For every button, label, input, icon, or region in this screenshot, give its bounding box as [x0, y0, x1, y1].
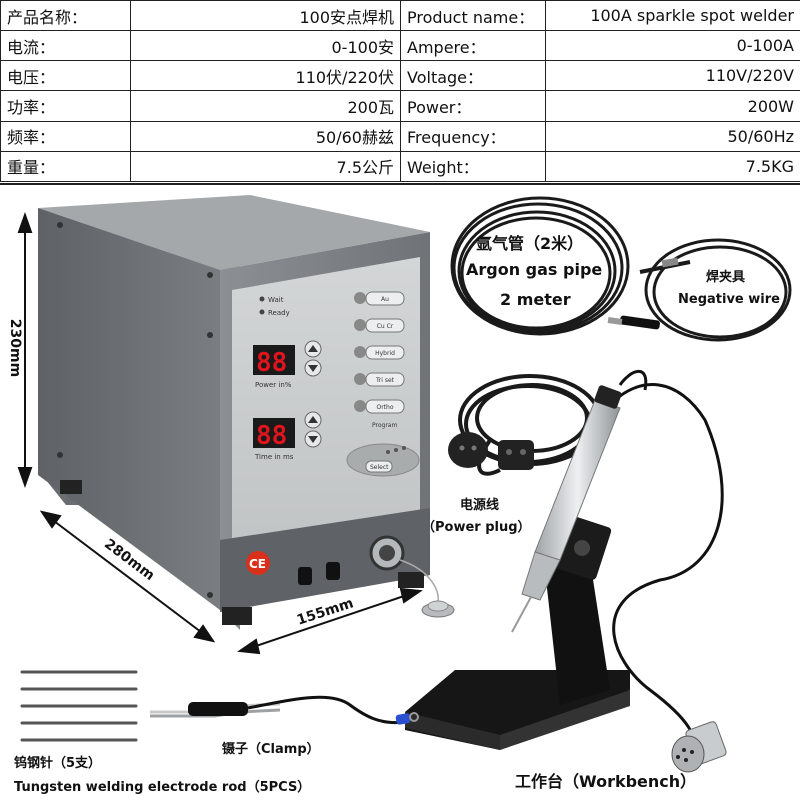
mode-button-label: Cu Cr: [377, 323, 394, 330]
spot-welder-unit: [38, 195, 430, 630]
argon-pipe-length-label: 2 meter: [500, 290, 571, 309]
spec-cn-label: 重量：: [0, 150, 131, 183]
mode-button-label: Tri set: [375, 377, 395, 384]
mode-indicator-led: [354, 292, 366, 304]
argon-pipe-en-label: Argon gas pipe: [466, 260, 603, 279]
spec-cn-value: 0-100安: [130, 30, 401, 62]
power-cord-cn-label: 电源线: [460, 498, 500, 513]
ce-mark: [246, 551, 270, 575]
spec-en-label: Ampere：: [400, 30, 546, 62]
aviation-connector: [671, 721, 727, 773]
power-plug-icon: [448, 432, 534, 470]
mode-button: Au: [354, 291, 405, 306]
mode-button-label: Au: [381, 296, 389, 303]
mode-button-body: [365, 399, 405, 414]
spec-cn-value: 100安点焊机: [130, 0, 401, 32]
depth-dimension-arrow: [39, 510, 216, 643]
mode-indicator-led: [354, 319, 366, 331]
mode-button: Tri set: [354, 372, 405, 387]
spec-en-value: 0-100A: [545, 30, 800, 62]
spec-en-value: 200W: [545, 90, 800, 122]
output-terminal-right: [326, 562, 340, 580]
mode-button-body: [365, 318, 405, 333]
electrode-rod-en-label: Tungsten welding electrode rod（5PCS）: [14, 780, 311, 795]
power-led-display: [253, 345, 295, 375]
argon-gas-pipe-icon: [450, 196, 630, 336]
mode-indicator-led: [354, 346, 366, 358]
workbench-stand: [405, 515, 630, 750]
spec-cn-value: 7.5公斤: [130, 150, 401, 183]
ce-mark-text: CE: [249, 557, 266, 571]
power-led-digits: 88: [256, 348, 287, 378]
spec-cn-value: 200瓦: [130, 90, 401, 122]
negative-wire-icon: [607, 238, 792, 342]
select-button: [365, 460, 393, 473]
spec-cn-label: 产品名称：: [0, 0, 131, 32]
spec-en-label: Voltage：: [400, 60, 546, 92]
mode-button-body: [365, 291, 405, 306]
mode-button-label: Ortho: [376, 404, 393, 411]
negative-wire-en-label: Negative wire: [678, 292, 780, 307]
wait-indicator-label: Wait: [268, 296, 284, 304]
mode-button-body: [365, 345, 405, 360]
output-terminal-left: [298, 567, 312, 585]
spec-en-value: 50/60Hz: [545, 120, 800, 152]
front-panel-controls: Wait Ready 88 Power in% 88 Time in ms Au…: [246, 291, 420, 585]
mode-indicator-led: [354, 400, 366, 412]
time-led-digits: 88: [256, 421, 287, 451]
gas-cap-accessory: [399, 559, 455, 618]
mode-button: Ortho: [354, 399, 405, 414]
power-display-label: Power in%: [255, 381, 292, 389]
spec-en-value: 7.5KG: [545, 150, 800, 183]
welding-pen-cable: [603, 369, 724, 752]
spec-cn-label: 频率：: [0, 120, 131, 152]
tweezer-clamp-icon: [150, 695, 419, 725]
clamp-label: 镊子（Clamp）: [222, 742, 320, 757]
negative-wire-cn-label: 焊夹具: [706, 270, 746, 285]
mode-button: Cu Cr: [354, 318, 405, 333]
spec-cn-value: 110伏/220伏: [130, 60, 401, 92]
mode-button-label: Hybrid: [375, 350, 395, 357]
welding-pen: [511, 385, 622, 633]
mode-button: Hybrid: [354, 345, 405, 360]
program-label: Program: [372, 422, 397, 429]
select-button-housing: [346, 443, 420, 477]
spec-cn-label: 电压：: [0, 60, 131, 92]
height-dimension-label: 230mm: [7, 318, 24, 378]
power-cord-en-label: （Power plug）: [422, 520, 531, 535]
spec-en-label: Power：: [400, 90, 546, 122]
argon-pipe-cn-label: 氩气管（2米）: [476, 234, 584, 253]
width-dimension-arrow: [237, 587, 423, 655]
spec-cn-label: 功率：: [0, 90, 131, 122]
time-display-label: Time in ms: [254, 453, 294, 461]
spec-en-value: 110V/220V: [545, 60, 800, 92]
tungsten-electrode-rods-icon: [20, 670, 138, 742]
electrode-rod-cn-label: 钨钢针（5支）: [14, 756, 102, 771]
select-button-label: Select: [370, 464, 389, 471]
workbench-label: 工作台（Workbench）: [515, 772, 697, 791]
spec-en-value: 100A sparkle spot welder: [545, 0, 800, 32]
mode-button-body: [365, 372, 405, 387]
ready-indicator-label: Ready: [268, 309, 290, 317]
height-dimension-arrow: [17, 211, 33, 489]
mode-indicator-led: [354, 373, 366, 385]
time-led-display: [253, 418, 295, 448]
table-divider: [0, 183, 800, 185]
